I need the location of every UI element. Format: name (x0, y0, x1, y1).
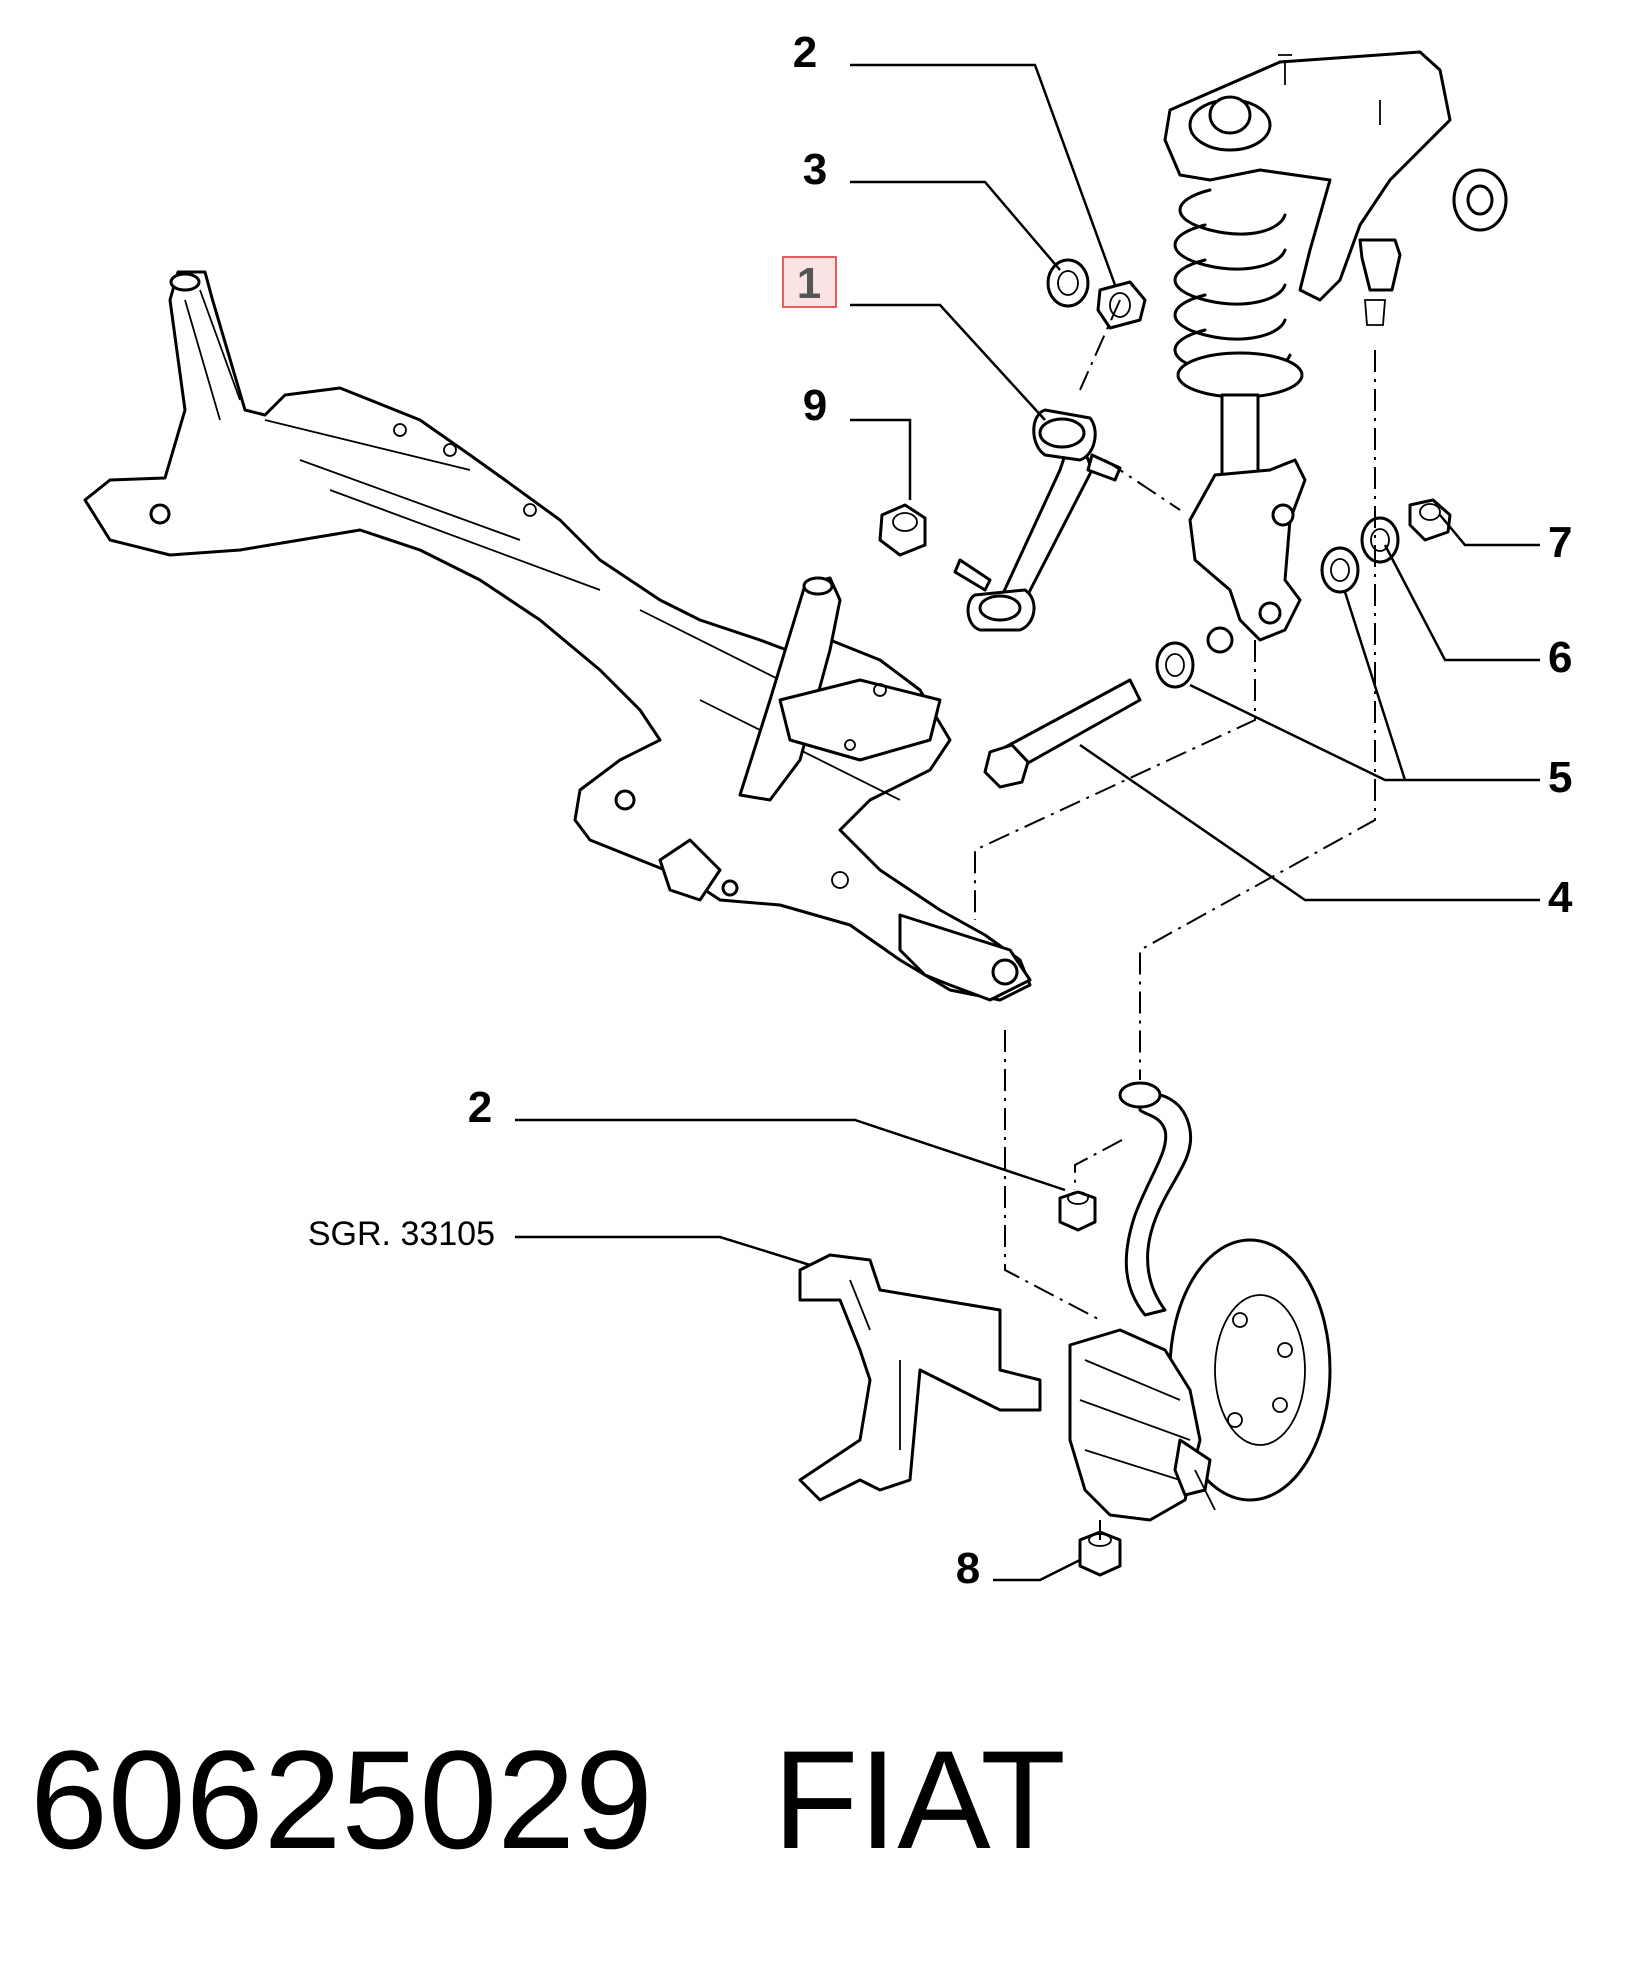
brand-name: FIAT (772, 1721, 1066, 1878)
callout-3: 3 (803, 145, 827, 194)
callout-2-bottom: 2 (468, 1083, 492, 1132)
callout-6: 6 (1548, 633, 1572, 682)
leader-lines (515, 63, 1540, 1582)
front-subframe (83, 270, 1032, 1002)
bracket (798, 1253, 1042, 1502)
callout-1: 1 (797, 259, 821, 308)
callout-5: 5 (1548, 753, 1572, 802)
callout-1-highlight (782, 256, 837, 308)
wheel-hub-brake (1068, 1238, 1332, 1522)
callout-8: 8 (956, 1544, 980, 1593)
stabiliser-link (953, 408, 1122, 632)
callout-labels: 2 3 1 9 7 6 5 4 2 SGR. 33105 8 (308, 28, 1573, 1593)
anti-roll-bar (1118, 1081, 1193, 1317)
callout-4: 4 (1548, 873, 1573, 922)
callout-2-top: 2 (793, 28, 817, 77)
assembly-lines (974, 299, 1376, 1540)
group-reference-label: SGR. 33105 (308, 1215, 495, 1253)
callout-7: 7 (1548, 518, 1572, 567)
part-footer: 60625029 FIAT (30, 1700, 1066, 1900)
part-number: 60625029 (30, 1721, 653, 1878)
strut-assembly (1163, 50, 1508, 654)
callout-9: 9 (803, 381, 827, 430)
